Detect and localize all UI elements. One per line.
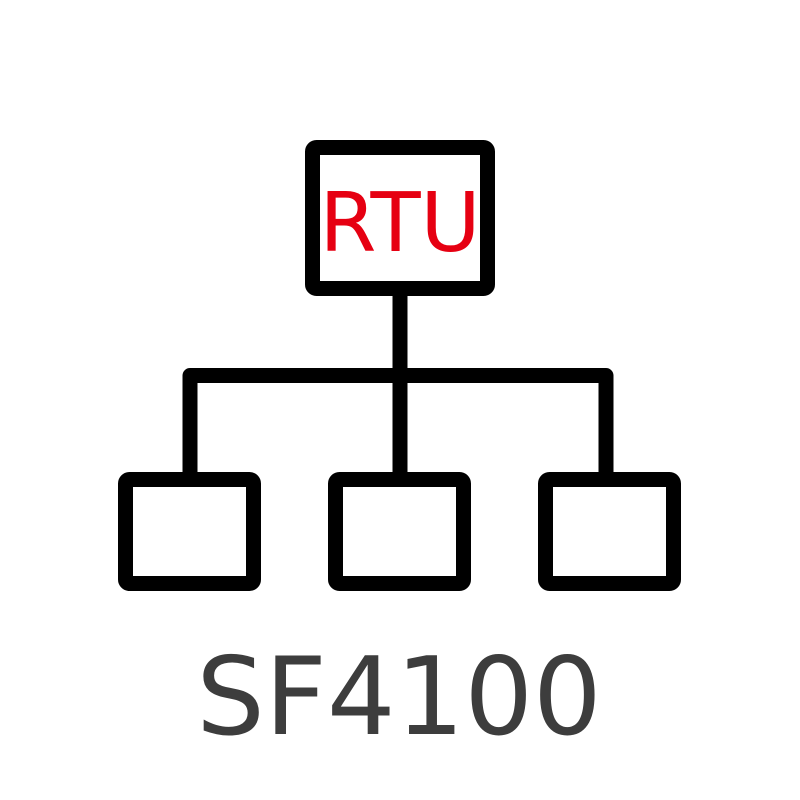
child-node-3 — [538, 472, 681, 591]
root-label: RTU — [319, 176, 480, 271]
child-node-2 — [328, 472, 471, 591]
branch-bar-line — [182, 368, 614, 472]
root-node: RTU — [305, 140, 495, 296]
model-caption: SF4100 — [196, 635, 602, 760]
root-box — [305, 140, 495, 296]
child-node-1 — [118, 472, 261, 591]
child-box-2 — [328, 472, 471, 591]
child-box-3 — [538, 472, 681, 591]
child-box-1 — [118, 472, 261, 591]
